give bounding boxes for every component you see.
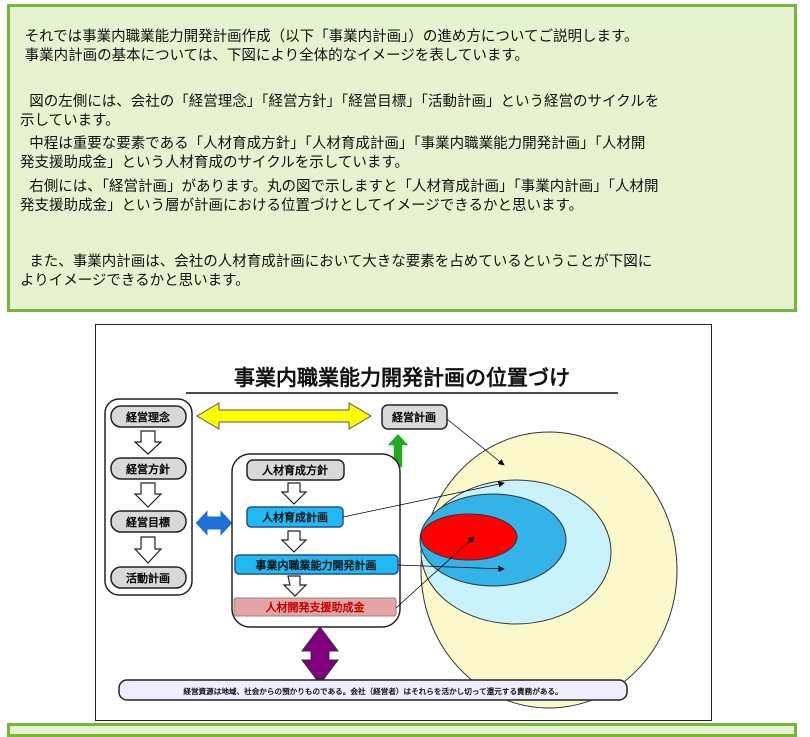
label-management-goal: 経営目標 <box>126 515 170 529</box>
summary-line-2: よりイメージできるかと思います。 <box>20 273 250 289</box>
pill-management-policy <box>110 457 187 480</box>
down-arrow-icon <box>133 536 163 564</box>
pill-company-plan <box>234 554 399 575</box>
double-arrow-icon <box>196 402 372 430</box>
down-arrow-icon <box>280 530 308 553</box>
label-management-philosophy: 経営理念 <box>126 410 171 424</box>
footer-note-box <box>118 679 628 701</box>
diagram-canvas: 事業内職業能力開発計画の位置づけ 経営理念 経営方針 経営目標 活動計画 経営計… <box>104 366 678 709</box>
pill-management-plan <box>381 404 448 430</box>
horizontal-double-arrow-icon <box>194 507 234 539</box>
intro-line-1: それでは事業内職業能力開発計画作成（以下「事業内計画」）の進め方についてご説明し… <box>20 29 639 45</box>
left-side-line-1: 図の左側には、会社の「経営理念」「経営方針」「経営目標」「活動計画」という経営の… <box>20 94 660 110</box>
pointer-line <box>342 481 505 518</box>
down-arrow-icon <box>280 482 308 505</box>
circle-subsidy <box>420 513 518 561</box>
pointer-line <box>397 564 505 572</box>
vertical-double-arrow-icon <box>301 626 339 685</box>
pill-management-philosophy <box>110 405 187 428</box>
left-side-line-2: 示しています。 <box>20 113 120 129</box>
label-activity-plan: 活動計画 <box>126 571 170 585</box>
intro-line-2: 事業内計画の基本については、下図により全体的なイメージを表しています。 <box>20 48 529 64</box>
management-cycle: 経営理念 経営方針 経営目標 活動計画 <box>110 405 187 589</box>
middle-line-1: 中程は重要な要素である「人材育成方針」「人材育成計画」「事業内職業能力開発計画」… <box>20 136 646 152</box>
footer-note: 経営資源は地域、社会からの預かりものである。会社（経営者）はそれらを活かし切って… <box>183 686 562 696</box>
label-company-plan: 事業内職業能力開発計画 <box>256 558 377 572</box>
label-hr-plan: 人材育成計画 <box>262 510 328 524</box>
pill-subsidy <box>233 597 397 617</box>
hr-cycle-box <box>231 453 401 628</box>
pointer-line <box>446 418 505 466</box>
middle-line-2: 発支援助成金」という人材育成のサイクルを示しています。 <box>20 155 409 171</box>
pill-management-goal <box>110 510 187 533</box>
right-side-line-2: 発支援助成金」という層が計画における位置づけとしてイメージできるかと思います。 <box>20 198 584 214</box>
positioning-diagram: 事業内職業能力開発計画の位置づけ 経営理念 経営方針 経営目標 活動計画 経営計… <box>95 324 712 721</box>
pointer-line <box>395 536 475 609</box>
label-subsidy: 人材開発支援助成金 <box>266 600 366 614</box>
summary-line-1: また、事業内計画は、会社の人材育成計画において大きな要素を占めているということが… <box>20 254 653 270</box>
hr-cycle: 人材育成方針 人材育成計画 事業内職業能力開発計画 人材開発支援助成金 <box>233 459 399 617</box>
pill-hr-policy <box>246 459 345 481</box>
label-management-policy: 経営方針 <box>126 462 170 476</box>
down-arrow-icon <box>133 482 163 508</box>
down-arrow-icon <box>133 430 163 455</box>
explanation-panel: それでは事業内職業能力開発計画作成（以下「事業内計画」）の進め方についてご説明し… <box>7 4 797 312</box>
next-panel-edge <box>7 723 797 737</box>
label-management-plan: 経営計画 <box>392 410 436 424</box>
right-side-line-1: 右側には、「経営計画」があります。丸の図で示しますと「人材育成計画」「事業内計画… <box>20 179 659 195</box>
label-hr-policy: 人材育成方針 <box>262 463 328 477</box>
diagram-title: 事業内職業能力開発計画の位置づけ <box>234 366 570 390</box>
down-arrow-icon <box>282 575 308 597</box>
pill-activity-plan <box>110 566 187 589</box>
